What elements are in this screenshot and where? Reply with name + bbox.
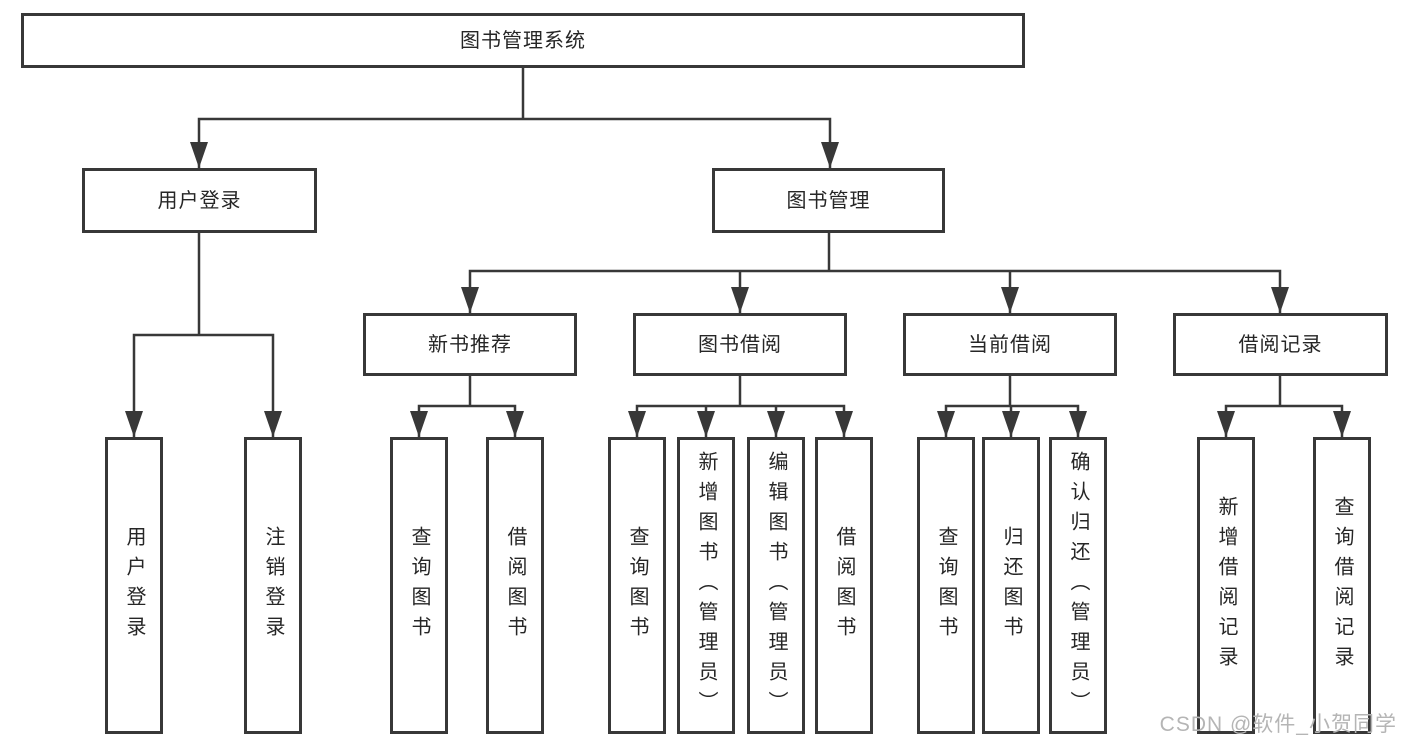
arrow-down-icon: [1271, 287, 1289, 313]
connector-bookmgmt-branch: [468, 269, 1282, 313]
node-label: 用户登录: [123, 525, 145, 646]
arrow-down-icon: [937, 411, 955, 437]
node-label: 查询图书: [935, 525, 957, 646]
arrow-down-icon: [628, 411, 646, 437]
connector-userlogin-branch: [132, 333, 275, 437]
node-current-borrow: 当前借阅: [903, 313, 1117, 376]
csdn-watermark: CSDN @软件_小贺同学: [1159, 713, 1397, 736]
arrow-down-icon: [821, 142, 839, 168]
arrowheads: [125, 142, 1351, 437]
node-new-book-recommend: 新书推荐: [363, 313, 577, 376]
arrow-down-icon: [731, 287, 749, 313]
node-label: 用户登录: [157, 189, 242, 212]
arrow-down-icon: [506, 411, 524, 437]
arrow-down-icon: [1217, 411, 1235, 437]
leaf-borrow-books-recommend: 借阅图书: [486, 437, 544, 734]
arrow-down-icon: [1001, 287, 1019, 313]
leaf-return-book: 归还图书: [982, 437, 1040, 734]
leaf-borrow-books: 借阅图书: [815, 437, 873, 734]
node-label: 查询图书: [408, 525, 430, 646]
leaf-add-book-admin: 新增图书（管理员）: [677, 437, 735, 734]
arrow-down-icon: [697, 411, 715, 437]
node-user-login: 用户登录: [82, 168, 317, 233]
node-label: 新书推荐: [428, 333, 512, 356]
connector-root-branch: [197, 117, 832, 168]
leaf-query-books-recommend: 查询图书: [390, 437, 448, 734]
node-label: 查询图书: [626, 525, 648, 646]
node-label: 借阅图书: [833, 525, 855, 646]
arrow-down-icon: [264, 411, 282, 437]
node-label: 编辑图书（管理员）: [765, 450, 787, 721]
connector-bookborrow-branch: [635, 404, 846, 437]
leaf-query-borrow-record: 查询借阅记录: [1313, 437, 1371, 734]
node-label: 查询借阅记录: [1331, 495, 1353, 676]
node-label: 确认归还（管理员）: [1067, 450, 1089, 721]
arrow-down-icon: [461, 287, 479, 313]
node-borrow-records: 借阅记录: [1173, 313, 1388, 376]
leaf-logout: 注销登录: [244, 437, 302, 734]
connector-records-branch: [1224, 404, 1344, 437]
leaf-edit-book-admin: 编辑图书（管理员）: [747, 437, 805, 734]
leaf-user-login: 用户登录: [105, 437, 163, 734]
node-label: 注销登录: [262, 525, 284, 646]
arrow-down-icon: [835, 411, 853, 437]
node-label: 图书借阅: [698, 333, 782, 356]
leaf-add-borrow-record: 新增借阅记录: [1197, 437, 1255, 734]
node-label: 借阅图书: [504, 525, 526, 646]
leaf-confirm-return-admin: 确认归还（管理员）: [1049, 437, 1107, 734]
node-label: 新增图书（管理员）: [695, 450, 717, 721]
node-root-system: 图书管理系统: [21, 13, 1025, 68]
arrow-down-icon: [1069, 411, 1087, 437]
node-label: 图书管理: [786, 189, 871, 212]
leaf-query-books-current: 查询图书: [917, 437, 975, 734]
arrow-down-icon: [767, 411, 785, 437]
arrow-down-icon: [1333, 411, 1351, 437]
node-label: 当前借阅: [968, 333, 1052, 356]
leaf-query-books-borrow: 查询图书: [608, 437, 666, 734]
node-label: 归还图书: [1000, 525, 1022, 646]
arrow-down-icon: [410, 411, 428, 437]
node-label: 借阅记录: [1238, 333, 1323, 356]
node-label: 图书管理系统: [460, 29, 586, 52]
connector-newbook-branch: [417, 404, 517, 437]
node-book-borrow: 图书借阅: [633, 313, 847, 376]
arrow-down-icon: [190, 142, 208, 168]
arrow-down-icon: [1002, 411, 1020, 437]
node-book-management: 图书管理: [712, 168, 945, 233]
arrow-down-icon: [125, 411, 143, 437]
node-label: 新增借阅记录: [1215, 495, 1237, 676]
